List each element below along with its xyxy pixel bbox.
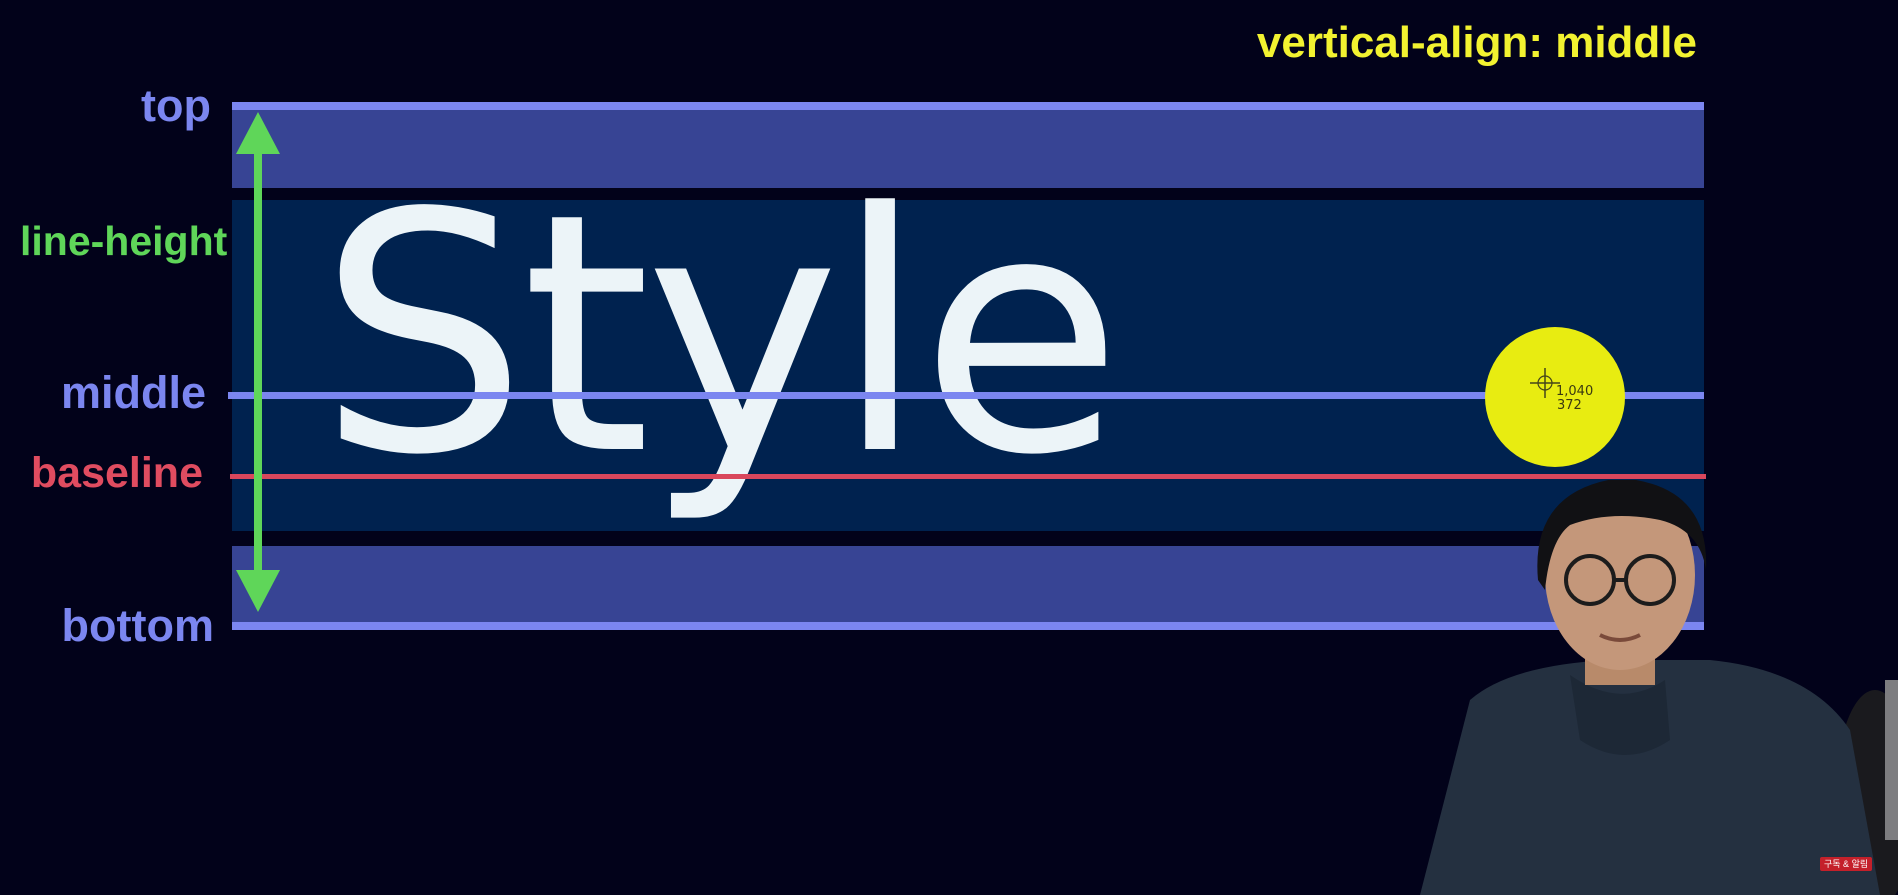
cursor-x-readout: 1,040 — [1556, 384, 1594, 399]
sample-text: Style — [318, 143, 1123, 527]
bottom-half-leading-band — [232, 546, 1704, 626]
label-top: top — [141, 80, 211, 131]
label-baseline: baseline — [30, 449, 203, 497]
middle-line — [228, 392, 1704, 399]
bottom-line — [232, 622, 1704, 630]
cursor-y-readout: 372 — [1557, 398, 1582, 413]
cursor-coordinates: 1,040 372 — [1556, 385, 1593, 413]
line-height-arrow-icon — [236, 112, 280, 612]
label-line-height: line-height — [20, 218, 228, 264]
slide-title: vertical-align: middle — [1256, 18, 1697, 67]
label-bottom: bottom — [61, 600, 214, 651]
presenter-webcam — [1420, 480, 1898, 895]
label-middle: middle — [60, 367, 206, 418]
baseline-line — [230, 474, 1706, 479]
subscribe-badge: 구독 & 알림 — [1820, 857, 1873, 871]
cursor-highlight — [1485, 327, 1625, 467]
top-half-leading-band — [232, 106, 1704, 188]
crosshair-cursor-icon — [1530, 368, 1560, 398]
top-line — [232, 102, 1704, 110]
